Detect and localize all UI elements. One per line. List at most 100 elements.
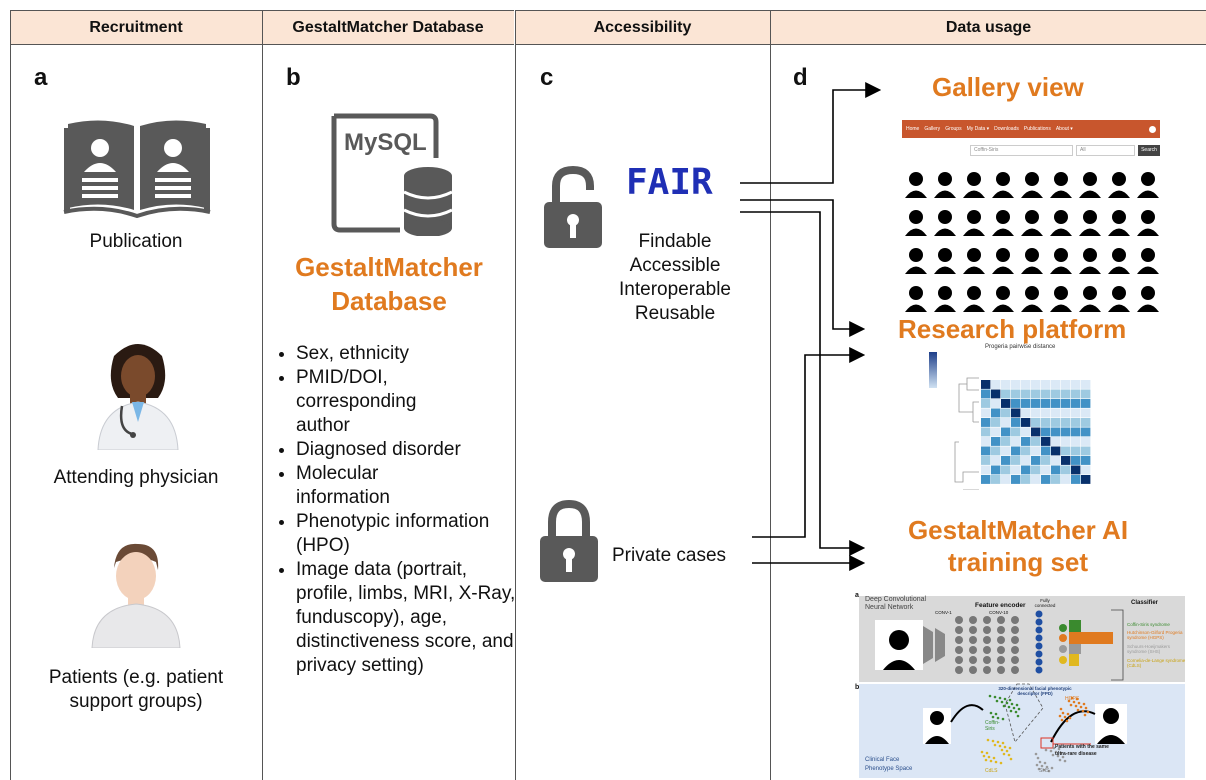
face-head: [967, 210, 981, 224]
fpd-point: [987, 755, 991, 759]
face-head: [996, 248, 1010, 262]
header-database: GestaltMatcher Database: [262, 10, 514, 45]
panel-label-c: c: [540, 64, 554, 91]
neural-network-figure: a b Deep Convolutional Neural Network Fe…: [855, 592, 1189, 778]
fpd-point: [982, 754, 986, 758]
heatmap-cell: [1031, 446, 1041, 456]
face-head: [1025, 210, 1039, 224]
nn-neuron: [955, 616, 963, 624]
face-silhouette-icon: [1108, 210, 1130, 236]
heatmap-cell: [1041, 437, 1051, 446]
fpd-point: [1075, 697, 1079, 701]
heatmap-cell: [1001, 418, 1011, 427]
face-head: [1083, 248, 1097, 262]
face-silhouette-icon: [1079, 248, 1101, 274]
patient-icon: [91, 543, 181, 648]
nn-neuron: [955, 626, 963, 634]
fpd-point: [985, 751, 989, 755]
heatmap-cell: [981, 380, 991, 389]
face-body: [1079, 190, 1101, 198]
fpd-point: [1035, 763, 1039, 767]
fpd-point: [1082, 702, 1086, 706]
fpd-point: [1067, 699, 1071, 703]
training-set-title-line: GestaltMatcher AI: [907, 515, 1129, 545]
heatmap-cell: [1061, 408, 1071, 418]
heatmap-cell: [1041, 456, 1051, 465]
fpd-point: [1017, 707, 1021, 711]
face-head: [996, 172, 1010, 186]
face-silhouette-icon: [992, 248, 1014, 274]
fpd-point: [1014, 710, 1018, 714]
heatmap-cell: [1021, 465, 1031, 475]
nn-neuron: [969, 626, 977, 634]
fpd-point: [996, 716, 1000, 720]
face-body: [1137, 228, 1159, 236]
heatmap-cell: [981, 399, 991, 408]
heatmap-cell: [1011, 418, 1021, 427]
heatmap-cell: [981, 456, 991, 465]
face-silhouette-icon: [1021, 210, 1043, 236]
nn-same-disease-line: ultra-rare disease: [1055, 751, 1097, 757]
heatmap-cell: [1031, 408, 1041, 418]
list-item: Diagnosed disorder: [296, 438, 536, 462]
nn-neuron: [969, 666, 977, 674]
fpd-point: [1007, 753, 1011, 757]
heatmap-cell: [1081, 389, 1091, 399]
fpd-point: [1074, 704, 1078, 708]
face-silhouette-icon: [1079, 210, 1101, 236]
face-body: [1050, 266, 1072, 274]
fpd-point: [1002, 752, 1006, 756]
face-head: [1083, 286, 1097, 300]
fpd-point: [1084, 706, 1088, 710]
fpd-point: [1059, 751, 1063, 755]
heatmap-cell: [1051, 418, 1061, 427]
nn-same-disease-line: Patients with the same: [1055, 744, 1109, 750]
face-head: [1112, 172, 1126, 186]
heatmap-cell: [1071, 408, 1081, 418]
fpd-point: [1072, 700, 1076, 704]
fpd-point: [992, 756, 996, 760]
list-item: Sex, ethnicity: [296, 342, 536, 366]
face-silhouette-icon: [1108, 172, 1130, 198]
fpd-point: [988, 694, 992, 698]
face-body: [934, 266, 956, 274]
nn-classifier-label: Classifier: [1131, 600, 1159, 606]
heatmap-cell: [1031, 475, 1041, 484]
face-body: [1050, 190, 1072, 198]
nn-class-shs: Schuurs-Hoeijmakers syndrome (SHS): [1127, 644, 1171, 654]
face-silhouette-icon: [934, 286, 956, 312]
heatmap-cell: [1051, 475, 1061, 484]
nn-neuron: [983, 616, 991, 624]
heatmap-cell: [1081, 418, 1091, 427]
database-feature-list: Sex, ethnicity PMID/DOI, corresponding a…: [272, 342, 536, 678]
heatmap-cell: [1041, 427, 1051, 437]
list-item: PMID/DOI, corresponding author: [296, 366, 466, 438]
face-head: [967, 172, 981, 186]
heatmap-cell: [1021, 427, 1031, 437]
nn-neuron: [1011, 616, 1019, 624]
face-body: [1137, 190, 1159, 198]
nav-item: Home: [906, 126, 920, 132]
heatmap-cell: [1021, 389, 1031, 399]
nn-class-hgps: Hutchinson-Gilford Progeria syndrome (HG…: [1127, 630, 1183, 640]
heatmap-cell: [1011, 380, 1021, 389]
fpd-point: [991, 715, 995, 719]
heatmap-cell: [1051, 456, 1061, 465]
heatmap-cell: [1001, 465, 1011, 475]
nn-neuron: [997, 666, 1005, 674]
heatmap-cell: [991, 380, 1001, 389]
heatmap-cell: [981, 465, 991, 475]
face-body: [1108, 228, 1130, 236]
face-silhouette-icon: [905, 286, 927, 312]
fpd-point: [995, 699, 999, 703]
nn-neuron: [983, 636, 991, 644]
fpd-point: [1057, 747, 1061, 751]
heatmap-cell: [1071, 399, 1081, 408]
closed-lock-icon: [540, 500, 598, 582]
mysql-label: MySQL: [344, 129, 427, 156]
heatmap-cell: [1001, 408, 1011, 418]
gallery-filter-select: All: [1076, 145, 1135, 156]
heatmap-cell: [981, 408, 991, 418]
face-head: [909, 286, 923, 300]
